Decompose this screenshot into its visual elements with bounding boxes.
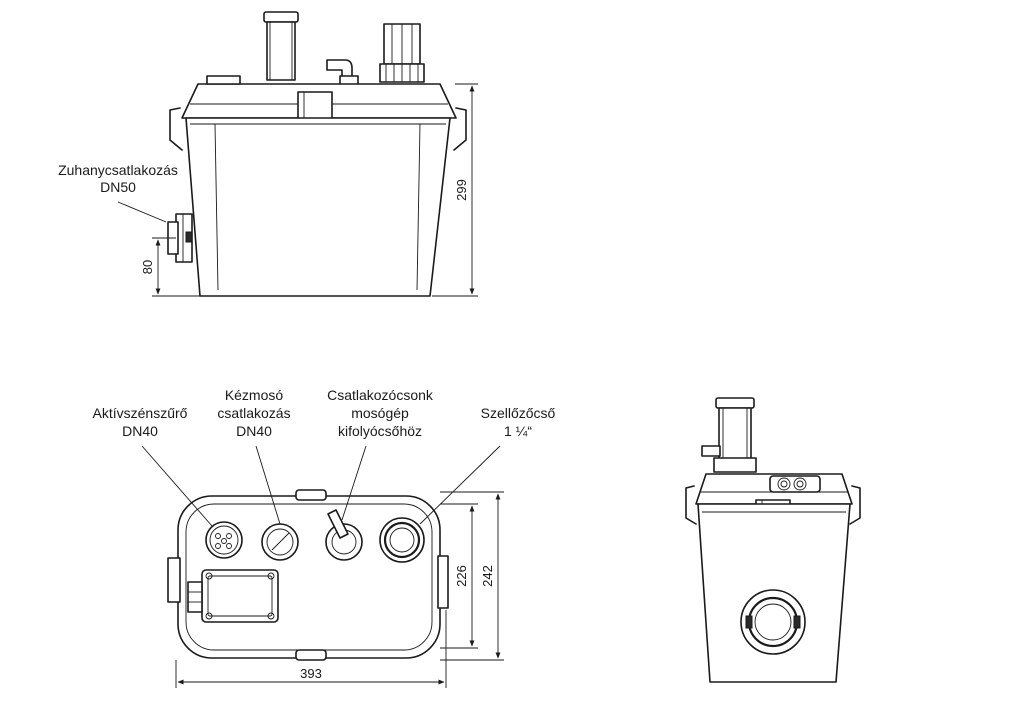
dim-inner-depth: 226	[454, 565, 469, 587]
label-basin-line3: DN40	[236, 423, 272, 439]
side-view	[685, 397, 861, 683]
label-shower-line1: Zuhanycsatlakozás	[58, 162, 178, 178]
label-basin: Kézmosó csatlakozás DN40	[217, 387, 291, 525]
label-washing-machine-line2: mosógép	[351, 405, 409, 421]
label-basin-line2: csatlakozás	[217, 405, 290, 421]
label-shower-line2: DN50	[100, 179, 136, 195]
label-vent-line1: Szellőzőcső	[481, 405, 556, 421]
front-view	[167, 11, 467, 297]
dim-inlet-height: 80	[140, 260, 155, 274]
dim-outer-depth: 242	[480, 565, 495, 587]
label-carbon-filter-line2: DN40	[122, 423, 158, 439]
dim-width: 393	[300, 666, 322, 681]
top-view	[167, 489, 449, 661]
label-washing-machine-line1: Csatlakozócsonk	[327, 387, 434, 403]
label-vent: Szellőzőcső 1 ¼“	[419, 405, 556, 525]
front-dimensions: 299 80	[140, 83, 478, 297]
label-washing-machine-line3: kifolyócsőhöz	[338, 423, 422, 439]
dim-total-height: 299	[454, 179, 469, 201]
label-basin-line1: Kézmosó	[225, 387, 284, 403]
top-dimensions: 226 242 393	[175, 491, 504, 688]
label-washing-machine: Csatlakozócsonk mosógép kifolyócsőhöz	[327, 387, 434, 521]
label-carbon-filter-line1: Aktívszénszűrő	[93, 405, 188, 421]
label-vent-line2: 1 ¼“	[504, 423, 532, 439]
label-carbon-filter: Aktívszénszűrő DN40	[93, 405, 213, 527]
label-shower: Zuhanycsatlakozás DN50	[58, 162, 178, 223]
